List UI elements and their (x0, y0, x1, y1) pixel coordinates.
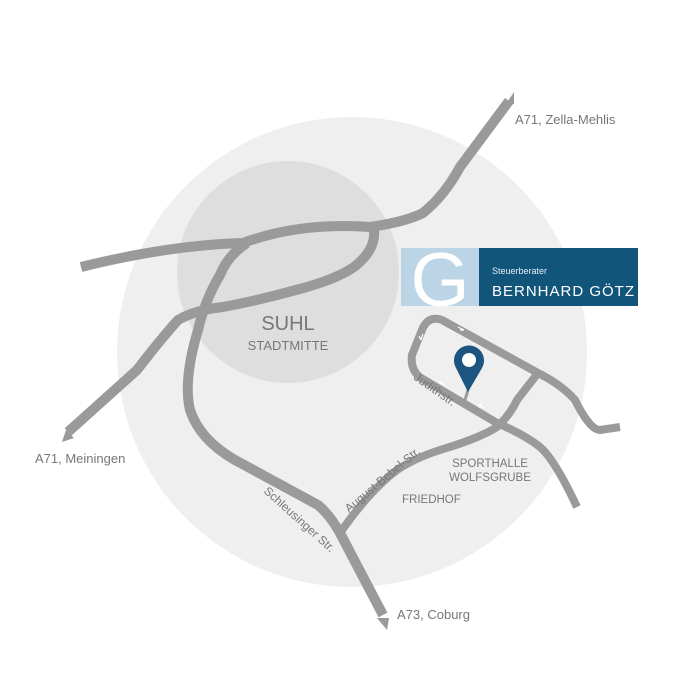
destination-zella-mehlis: A71, Zella-Mehlis (515, 112, 616, 127)
road-august-bebel (336, 370, 542, 536)
company-logo: G Steuerberater BERNHARD GÖTZ (401, 238, 638, 323)
road-a71-zella-mehlis (79, 98, 514, 272)
road-judith-south (495, 419, 581, 509)
one-way-arrow-icon (418, 333, 424, 341)
road-a71-meiningen (64, 221, 380, 436)
road-schleusinger (182, 238, 388, 618)
destination-coburg: A73, Coburg (397, 607, 470, 622)
road-loop (407, 314, 621, 434)
arrow-west-icon (62, 430, 74, 442)
landmark-wolfsgrube: WOLFSGRUBE (449, 472, 531, 484)
logo-letter: G (410, 238, 469, 323)
landmark-sporthalle: SPORTHALLE (452, 458, 528, 470)
landmark-friedhof: FRIEDHOF (402, 494, 461, 506)
one-way-arrow-icon (438, 381, 446, 386)
one-way-arrows (418, 326, 485, 409)
arrow-north-east-icon (506, 92, 514, 104)
map-pin-icon[interactable] (454, 345, 485, 401)
logo-subtitle: Steuerberater (492, 266, 547, 276)
logo-name: BERNHARD GÖTZ (492, 282, 635, 300)
city-center-area (177, 161, 399, 383)
one-way-arrow-icon (477, 404, 485, 409)
logo-light-block (401, 248, 479, 306)
one-way-arrow-icon (457, 326, 465, 331)
logo-dark-block (479, 248, 638, 306)
city-district: STADTMITTE (248, 338, 329, 353)
destination-meiningen: A71, Meiningen (35, 451, 125, 466)
arrow-south-icon (377, 618, 389, 630)
city-name: SUHL (261, 313, 314, 335)
